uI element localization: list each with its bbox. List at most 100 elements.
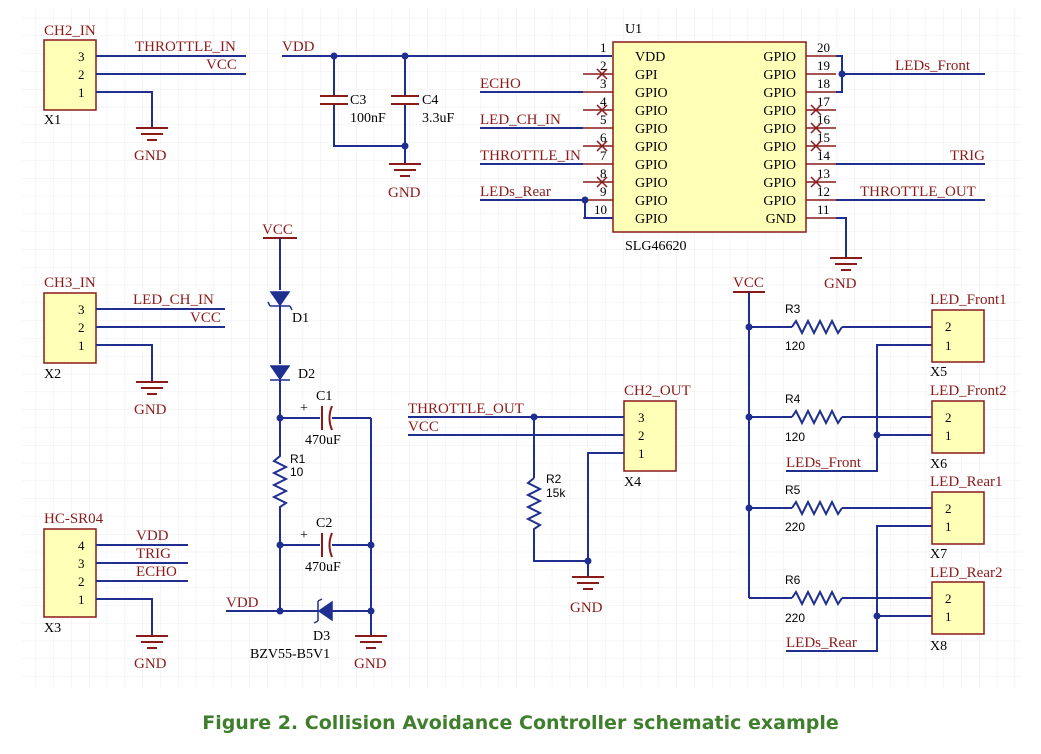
net-label-throttle-in: THROTTLE_IN <box>135 39 236 55</box>
svg-text:2: 2 <box>638 428 645 443</box>
svg-text:GND: GND <box>134 656 167 672</box>
net-label-trig: TRIG <box>136 546 171 562</box>
svg-text:4: 4 <box>600 94 607 109</box>
r3-ref: R3 <box>785 302 801 316</box>
net-label-throttle-in: THROTTLE_IN <box>480 148 581 164</box>
u1-part: SLG46620 <box>625 239 686 254</box>
svg-text:7: 7 <box>600 148 607 163</box>
svg-text:2: 2 <box>945 591 952 606</box>
svg-text:GPIO: GPIO <box>635 212 668 227</box>
gnd-symbol: GND <box>134 127 168 164</box>
svg-text:1: 1 <box>600 40 607 55</box>
net-label-throttle-out: THROTTLE_OUT <box>860 184 976 200</box>
diode-d2 <box>269 365 291 381</box>
svg-text:VDD: VDD <box>635 50 665 65</box>
svg-text:GND: GND <box>388 185 421 201</box>
net-label-echo: ECHO <box>136 564 177 580</box>
gnd-symbol: GND <box>134 635 168 672</box>
gnd-symbol: GND <box>388 163 421 201</box>
svg-text:1: 1 <box>945 609 952 624</box>
net-label-vdd: VDD <box>226 595 259 611</box>
connector-x4-title: CH2_OUT <box>624 383 691 399</box>
net-label-throttle-out: THROTTLE_OUT <box>408 401 524 417</box>
svg-text:4: 4 <box>78 538 85 553</box>
svg-text:GPI: GPI <box>635 68 658 83</box>
connector-x5-ref: X5 <box>930 365 947 380</box>
svg-text:GND: GND <box>354 656 387 672</box>
svg-text:18: 18 <box>817 76 830 91</box>
svg-text:2: 2 <box>78 320 85 335</box>
svg-text:GND: GND <box>134 148 167 164</box>
diode-d1 <box>269 291 291 307</box>
connector-x3-ref: X3 <box>44 621 61 636</box>
net-label-trig: TRIG <box>950 148 985 164</box>
led-output-section: VCC R3 120 R4 120 R5 220 R6 220 LE <box>733 275 932 652</box>
d1-ref: D1 <box>292 311 309 326</box>
connector-x7-title: LED_Rear1 <box>930 474 1002 490</box>
svg-text:GND: GND <box>824 276 857 292</box>
vdd-rail: VDD C3 100nF C4 3.3uF <box>282 39 612 164</box>
svg-text:GPIO: GPIO <box>763 140 796 155</box>
net-label-vcc: VCC <box>206 57 237 73</box>
power-supply-section: VCC D1 D2 + C1 470uF R1 10 + <box>226 222 375 662</box>
r4-ref: R4 <box>785 392 801 406</box>
svg-text:GND: GND <box>134 402 167 418</box>
net-label-leds-rear: LEDs_Rear <box>786 635 857 651</box>
svg-text:1: 1 <box>945 519 952 534</box>
svg-text:2: 2 <box>78 574 85 589</box>
svg-text:2: 2 <box>78 67 85 82</box>
net-label-leds-front: LEDs_Front <box>786 455 862 471</box>
svg-text:19: 19 <box>817 58 830 73</box>
svg-text:GPIO: GPIO <box>635 176 668 191</box>
net-label-leds-rear: LEDs_Rear <box>480 184 551 200</box>
r5-ref: R5 <box>785 483 801 497</box>
svg-text:GPIO: GPIO <box>635 158 668 173</box>
net-label-vcc: VCC <box>408 419 439 435</box>
c4-value: 3.3uF <box>422 111 455 126</box>
r1-ref: R1 <box>290 452 306 466</box>
connector-x4: CH2_OUT 3 2 1 X4 THROTTLE_OUT VCC R2 15k <box>408 383 691 577</box>
net-label-vdd: VDD <box>136 528 169 544</box>
svg-text:6: 6 <box>600 130 607 145</box>
r6-value: 220 <box>785 611 805 625</box>
connector-x7: LED_Rear1 2 1 X7 <box>930 474 1002 562</box>
svg-text:GND: GND <box>570 600 603 616</box>
svg-text:GPIO: GPIO <box>763 104 796 119</box>
connector-x8: LED_Rear2 2 1 X8 <box>930 565 1002 654</box>
connector-x8-ref: X8 <box>930 639 947 654</box>
svg-text:2: 2 <box>945 319 952 334</box>
c1-value: 470uF <box>305 433 341 448</box>
connector-x7-ref: X7 <box>930 547 947 562</box>
svg-text:1: 1 <box>638 446 645 461</box>
c2-ref: C2 <box>316 516 332 531</box>
r6-ref: R6 <box>785 573 801 587</box>
connector-x1-ref: X1 <box>44 113 61 128</box>
gnd-symbol: GND <box>134 381 168 418</box>
c1-ref: C1 <box>316 389 332 404</box>
svg-text:1: 1 <box>945 428 952 443</box>
svg-text:GPIO: GPIO <box>635 122 668 137</box>
connector-x6-ref: X6 <box>930 457 947 472</box>
svg-text:10: 10 <box>594 202 607 217</box>
schematic-diagram: CH2_IN 3 2 1 X1 THROTTLE_IN VCC GND VDD … <box>22 8 1022 688</box>
svg-text:GPIO: GPIO <box>763 194 796 209</box>
u1-ref: U1 <box>625 22 642 37</box>
c4-ref: C4 <box>422 93 438 108</box>
c2-value: 470uF <box>305 560 341 575</box>
connector-x5-title: LED_Front1 <box>930 292 1007 308</box>
connector-x3: HC-SR04 4 3 2 1 X3 VDD TRIG ECHO <box>43 511 188 636</box>
svg-text:8: 8 <box>600 166 607 181</box>
connector-x2-title: CH3_IN <box>44 275 96 291</box>
svg-text:GPIO: GPIO <box>635 104 668 119</box>
gnd-symbol: GND <box>354 635 387 672</box>
u1-left-nets: ECHO LED_CH_IN THROTTLE_IN LEDs_Rear <box>480 76 613 219</box>
svg-text:2: 2 <box>600 58 607 73</box>
svg-text:1: 1 <box>78 592 85 607</box>
d3-value: BZV55-B5V1 <box>250 647 330 662</box>
svg-text:3: 3 <box>78 302 85 317</box>
svg-text:3: 3 <box>600 76 607 91</box>
svg-text:GPIO: GPIO <box>763 50 796 65</box>
gnd-symbol: GND <box>824 257 862 292</box>
connector-x8-title: LED_Rear2 <box>930 565 1002 581</box>
svg-text:11: 11 <box>817 202 830 217</box>
